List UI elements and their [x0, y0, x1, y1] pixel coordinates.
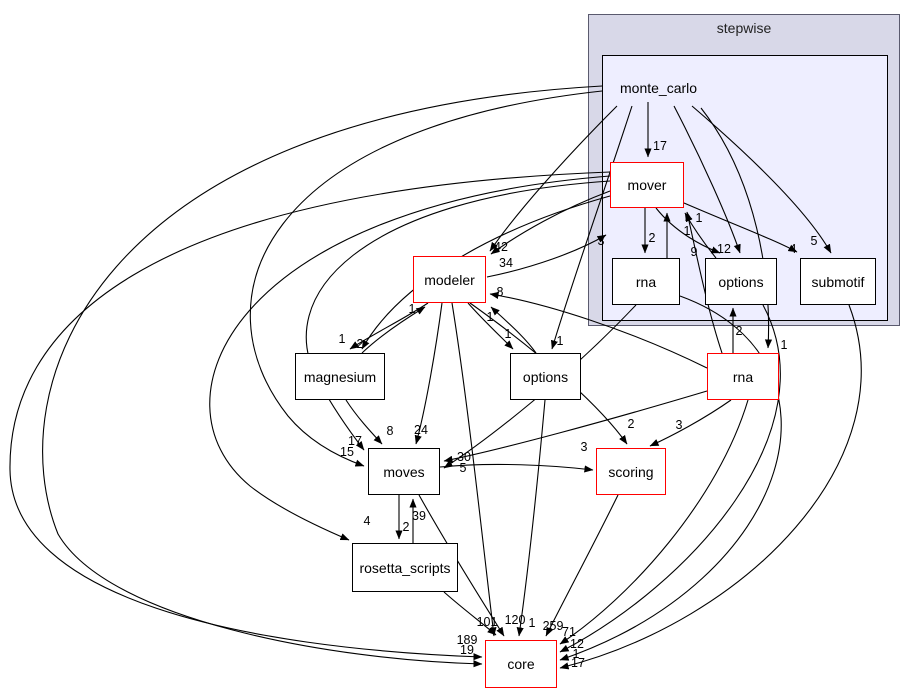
- edge-mover-core: [9, 171, 611, 661]
- edge-rna-out-mover: [685, 211, 723, 354]
- edge-submotif-core: [559, 304, 862, 670]
- edge-rosettascripts-core: [443, 591, 497, 636]
- edge-options-in-mover: [684, 212, 717, 259]
- edge-rna-out-moves: [443, 390, 708, 463]
- edge-modeler-options-out: [467, 302, 514, 350]
- edge-rna-out-scoring: [649, 399, 732, 447]
- edge-mover-submotif: [683, 202, 798, 253]
- node-rosetta-scripts[interactable]: rosetta_scripts: [352, 543, 458, 592]
- node-modeler-label: modeler: [424, 271, 475, 288]
- node-core-label: core: [507, 656, 535, 672]
- node-rna-outer-label: rna: [732, 368, 754, 385]
- edge-moves-scoring: [439, 463, 594, 473]
- node-submotif-label: submotif: [811, 273, 865, 290]
- node-magnesium-label: magnesium: [303, 368, 377, 385]
- node-rosetta-scripts-label: rosetta_scripts: [359, 559, 451, 576]
- node-options-outer[interactable]: options: [510, 353, 581, 400]
- edge-scoring-core: [545, 494, 619, 637]
- node-mover[interactable]: mover: [610, 162, 684, 208]
- current-dir-label[interactable]: monte_carlo: [620, 80, 698, 96]
- node-scoring-label: scoring: [608, 463, 654, 480]
- cluster-stepwise-title[interactable]: stepwise: [716, 20, 772, 36]
- edge-mover-rosettascripts: [209, 175, 611, 541]
- edge-montecarlo-rna-out: [700, 107, 773, 349]
- node-modeler[interactable]: modeler: [413, 256, 486, 303]
- edge-mover-modeler: [490, 190, 611, 255]
- edge-options-out-core: [516, 399, 546, 637]
- edge-montecarlo-options-in: [673, 105, 741, 254]
- edge-montecarlo-options-out: [550, 105, 633, 350]
- edge-modeler-core: [451, 302, 497, 637]
- edge-modeler-moves: [414, 302, 443, 445]
- edge-mover-magnesium: [361, 195, 611, 350]
- edge-montecarlo-core: [42, 85, 603, 668]
- node-options-outer-label: options: [522, 368, 569, 385]
- edge-moves-core: [418, 494, 505, 637]
- node-core[interactable]: core: [485, 640, 557, 688]
- edge-montecarlo-submotif: [691, 105, 832, 254]
- node-magnesium[interactable]: magnesium: [295, 353, 385, 400]
- edge-mover-moves: [305, 180, 611, 451]
- node-rna-inner-label: rna: [635, 273, 657, 290]
- node-rna-inner[interactable]: rna: [612, 258, 680, 305]
- node-rna-outer[interactable]: rna: [707, 353, 779, 400]
- edge-montecarlo-moves: [249, 90, 603, 467]
- node-options-inner-label: options: [718, 273, 764, 290]
- edge-magnesium-moves: [345, 399, 383, 445]
- edge-modeler-mover: [486, 234, 607, 278]
- edge-rna-out-modeler: [489, 291, 708, 369]
- edge-options-in-core: [559, 304, 781, 653]
- node-moves[interactable]: moves: [368, 448, 440, 495]
- edge-options-out-modeler: [490, 306, 537, 354]
- edge-rna-out-core: [559, 399, 749, 645]
- node-options-inner[interactable]: options: [705, 258, 777, 305]
- edge-modeler-magnesium: [349, 302, 429, 350]
- node-mover-label: mover: [627, 177, 667, 193]
- node-moves-label: moves: [383, 463, 425, 480]
- node-submotif[interactable]: submotif: [800, 258, 876, 305]
- edge-rna-in-core: [559, 295, 782, 661]
- edge-rna-in-moves: [443, 304, 637, 469]
- node-scoring[interactable]: scoring: [596, 448, 666, 495]
- edge-mover-options-in: [655, 207, 721, 254]
- edge-magnesium-modeler: [361, 306, 426, 354]
